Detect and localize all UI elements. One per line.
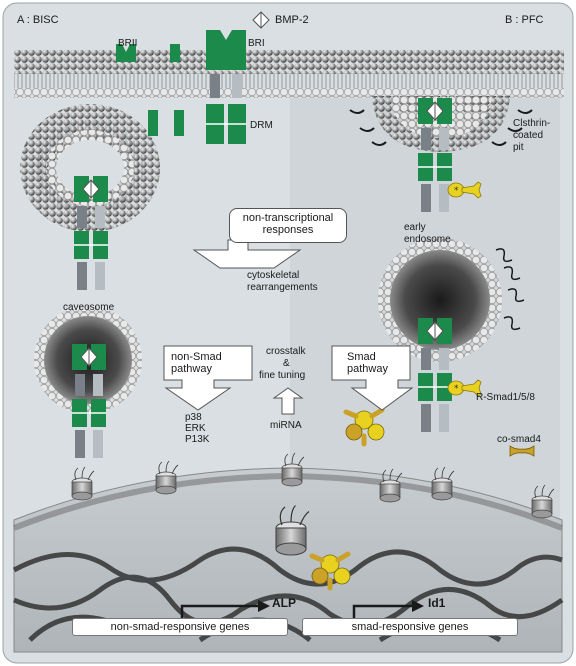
non-transcriptional-box: non-transcriptional responses (229, 208, 347, 243)
brii-label: BRII (118, 38, 138, 49)
smad-pathway-arrow (331, 345, 414, 411)
clathrin-label-line2: coated (513, 130, 544, 141)
smad-label-line1: Smad (347, 351, 376, 363)
bmp2-label: BMP-2 (275, 14, 309, 26)
smad-genes-box: smad-responsive genes (302, 618, 518, 636)
drm-label: DRM (250, 120, 273, 131)
mirna-arrow (272, 387, 304, 415)
early-endosome-label-line2: endosome (404, 234, 451, 245)
alp-gene-label: ALP (272, 596, 296, 610)
non-transcriptional-line2: responses (262, 224, 314, 236)
non-smad-label-line2: pathway (171, 363, 212, 375)
plasma-membrane (14, 50, 564, 98)
kinase-p38: p38 (185, 412, 202, 423)
bri-receptor (148, 30, 246, 144)
smad-trimer-cytoplasm (346, 410, 384, 444)
non-transcriptional-line1: non-transcriptional (242, 212, 334, 224)
non-smad-label-line1: non-Smad (171, 351, 222, 363)
crosstalk-line2: & (283, 358, 290, 369)
cytoskeletal-line2: rearrangements (247, 282, 318, 293)
id1-promoter-arrow (352, 604, 414, 622)
mirna-label: miRNA (270, 420, 302, 431)
crosstalk-line1: crosstalk (266, 346, 306, 357)
co-smad-label: co-smad4 (497, 434, 541, 445)
bri-label: BRI (248, 38, 265, 49)
caveosome-membrane (20, 104, 160, 232)
r-smad-label: R-Smad1/5/8 (476, 392, 535, 403)
clathrin-label-line1: Clsthrin- (513, 118, 551, 129)
kinase-erk: ERK (185, 423, 206, 434)
panel-a-label: A : BISC (17, 14, 59, 26)
non-smad-genes-box: non-smad-responsive genes (72, 618, 288, 636)
non-smad-pathway-arrow (163, 345, 253, 411)
smad-trimer-nucleus (312, 554, 350, 588)
early-endosome-membrane (378, 238, 525, 362)
early-endosome-label-line1: early (404, 222, 426, 233)
non-transcriptional-arrow (192, 239, 302, 269)
panel-b-label: B : PFC (505, 14, 544, 26)
id1-gene-label: Id1 (428, 596, 446, 610)
clathrin-label-line3: pit (513, 142, 524, 153)
brii-receptor (116, 44, 180, 62)
cytoskeletal-line1: cytoskeletal (247, 270, 300, 281)
bmp2-ligand-icon (252, 11, 270, 29)
kinase-pi3k: P13K (185, 434, 210, 445)
alp-promoter-arrow (180, 604, 260, 622)
crosstalk-line3: fine tuning (259, 370, 306, 381)
smad-label-line2: pathway (347, 363, 388, 375)
caveosome-label: caveosome (63, 302, 115, 313)
